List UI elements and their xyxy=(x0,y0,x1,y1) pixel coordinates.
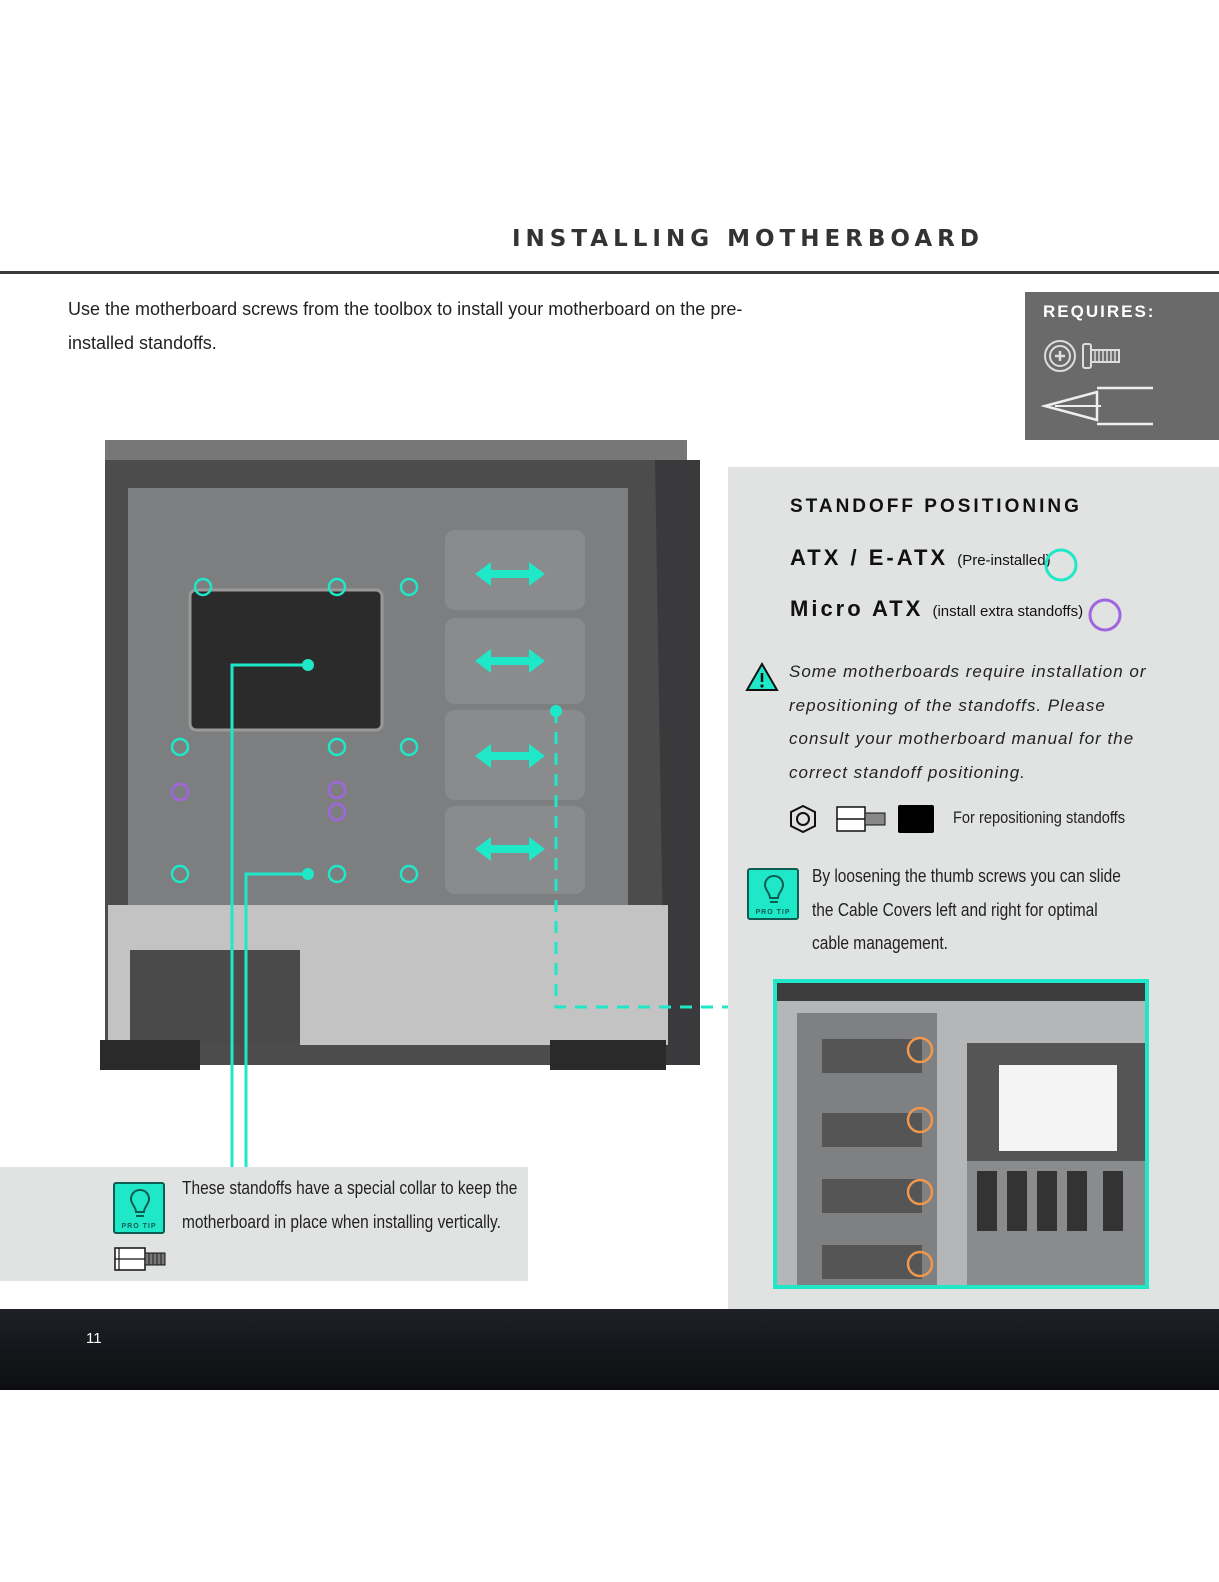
intro-text: Use the motherboard screws from the tool… xyxy=(68,299,743,353)
micro-atx-name: Micro ATX xyxy=(790,596,924,621)
lightbulb-icon xyxy=(129,1188,151,1217)
pro-tip-label: PRO TIP xyxy=(755,909,791,916)
bottom-tip-text: These standoffs have a special collar to… xyxy=(182,1178,518,1232)
screw-icon xyxy=(1044,340,1120,372)
repositioning-text: For repositioning standoffs xyxy=(953,808,1126,827)
cable-cover-inset xyxy=(773,979,1149,1289)
atx-circle-icon xyxy=(1044,548,1078,582)
atx-label: ATX / E-ATX (Pre-installed) xyxy=(790,545,1051,571)
bottom-tip-panel xyxy=(0,1167,528,1281)
micro-atx-label: Micro ATX (install extra standoffs) xyxy=(790,596,1083,622)
collar-standoff-icon xyxy=(114,1247,166,1271)
bottom-pro-tip-label: PRO TIP xyxy=(121,1223,157,1230)
title-divider xyxy=(0,271,1219,274)
screwdriver-icon xyxy=(1041,386,1153,426)
lightbulb-icon xyxy=(763,874,785,903)
micro-atx-circle-icon xyxy=(1088,598,1122,632)
requires-label: REQUIRES: xyxy=(1043,302,1156,321)
atx-note: (Pre-installed) xyxy=(957,552,1051,569)
case-illustration xyxy=(100,440,700,1070)
page-number: 11 xyxy=(86,1330,102,1347)
requires-box: REQUIRES: xyxy=(1025,292,1219,440)
atx-name: ATX / E-ATX xyxy=(790,545,949,570)
warning-text: Some motherboards require installation o… xyxy=(789,662,1147,782)
standoff-tools-icon xyxy=(790,804,934,834)
cable-cover-photo xyxy=(777,983,1145,1285)
micro-atx-note: (install extra standoffs) xyxy=(932,603,1084,620)
page-footer xyxy=(0,1309,1219,1390)
page-title: INSTALLING MOTHERBOARD xyxy=(512,226,984,252)
pro-tip-badge: PRO TIP xyxy=(747,868,799,920)
pro-tip-text: By loosening the thumb screws you can sl… xyxy=(812,866,1121,953)
bottom-pro-tip-badge: PRO TIP xyxy=(113,1182,165,1234)
standoff-title: STANDOFF POSITIONING xyxy=(790,496,1082,517)
warning-icon xyxy=(745,662,779,691)
